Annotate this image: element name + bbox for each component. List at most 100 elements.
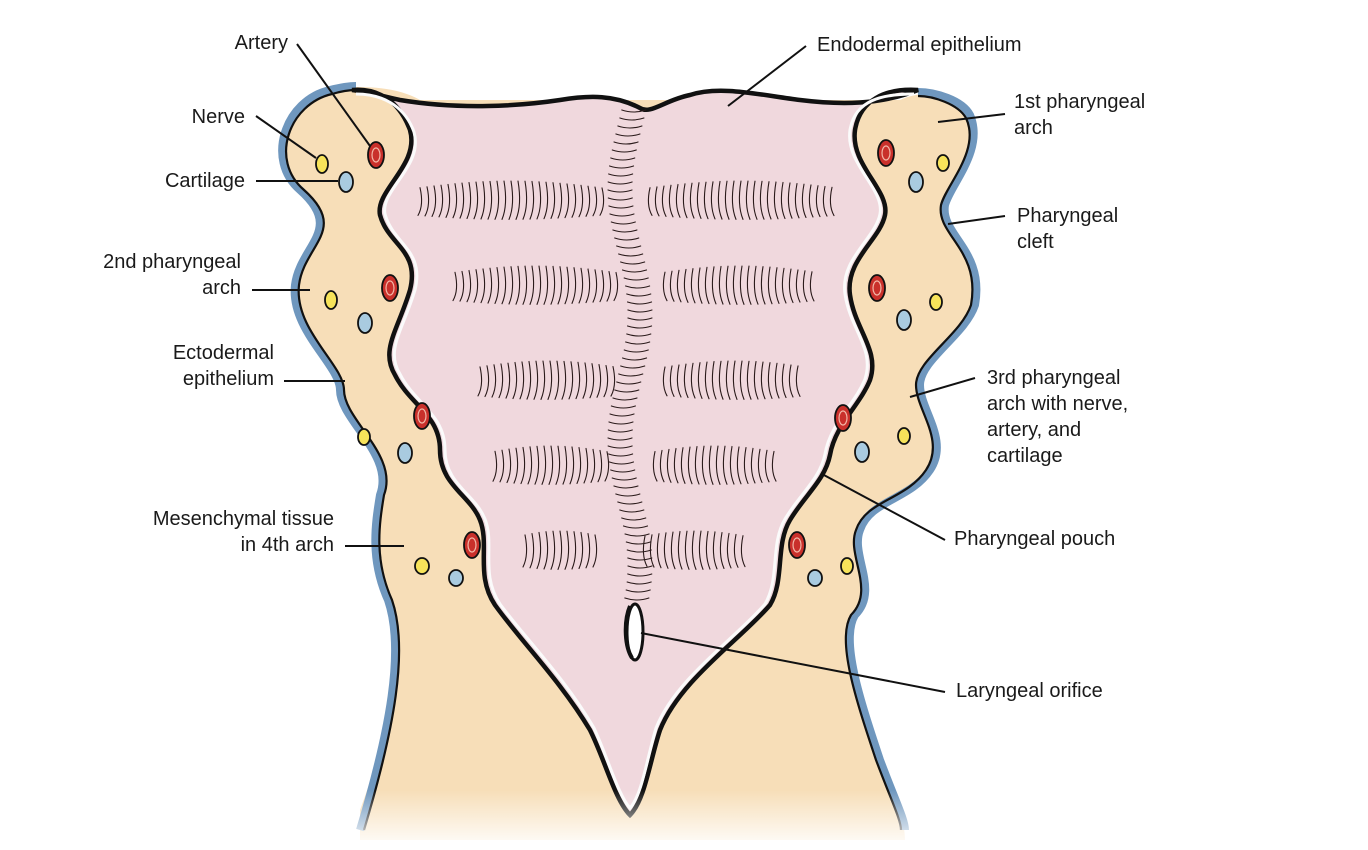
fold-stroke <box>614 389 640 393</box>
label-ecto-line1: Ectodermal <box>173 342 274 364</box>
fold-stroke <box>622 357 648 361</box>
fold-stroke <box>627 317 653 321</box>
fold-stroke <box>669 270 675 302</box>
fold-stroke <box>662 271 668 302</box>
fold-stroke <box>501 266 507 305</box>
fold-stroke <box>543 181 549 220</box>
fold-stroke <box>512 361 518 400</box>
fold-stroke <box>788 364 794 398</box>
fold-stroke <box>625 541 651 545</box>
fold-stroke <box>541 445 547 485</box>
fold-stroke <box>515 180 521 220</box>
fold-stroke <box>592 534 598 568</box>
fold-stroke <box>613 485 639 489</box>
right-arch-2 <box>868 274 943 331</box>
fold-stroke <box>676 364 682 398</box>
fold-stroke <box>710 181 716 220</box>
fold-stroke <box>609 413 635 417</box>
fold-stroke <box>626 549 652 553</box>
bottom-fade <box>340 790 940 850</box>
fold-stroke <box>607 189 633 193</box>
cartilage-icon <box>807 569 823 587</box>
fold-stroke <box>610 157 636 161</box>
fold-stroke <box>607 429 633 433</box>
fold-stroke <box>609 213 635 217</box>
fold-stroke <box>627 565 653 569</box>
fold-stroke <box>627 309 653 313</box>
fold-stroke <box>652 450 658 482</box>
fold-stroke <box>677 530 683 570</box>
cartilage-icon <box>896 309 912 331</box>
fold-stroke <box>746 265 752 305</box>
fold-stroke <box>729 445 735 485</box>
fold-stroke <box>612 229 638 233</box>
fold-stroke <box>725 265 731 305</box>
fold-stroke <box>774 362 780 399</box>
fold-stroke <box>616 381 642 385</box>
fold-stroke <box>550 530 556 570</box>
fold-stroke <box>745 180 751 220</box>
fold-stroke <box>740 535 746 568</box>
fold-stroke <box>752 180 758 220</box>
label-cleft-line1: Pharyngeal <box>1017 205 1118 227</box>
fold-stroke <box>731 180 737 220</box>
fold-stroke <box>477 366 483 397</box>
cartilage-icon <box>357 312 373 334</box>
fold-stroke <box>703 181 709 220</box>
fold-stroke <box>438 184 444 218</box>
fold-stroke <box>617 125 643 129</box>
fold-stroke <box>610 221 636 225</box>
fold-stroke <box>519 361 525 400</box>
fold-stroke <box>578 184 584 218</box>
fold-stroke <box>662 366 668 397</box>
artery-icon <box>788 531 806 559</box>
fold-stroke <box>620 365 646 369</box>
fold-stroke <box>704 266 710 305</box>
fold-stroke <box>626 581 652 585</box>
label-cleft-line2: cleft <box>1017 231 1054 253</box>
fold-stroke <box>583 447 589 484</box>
nerve-icon <box>929 293 943 311</box>
fold-stroke <box>736 446 742 485</box>
fold-stroke <box>578 267 584 304</box>
fold-stroke <box>732 265 738 305</box>
nerve-icon <box>414 557 430 575</box>
fold-stroke <box>673 447 679 484</box>
fold-stroke <box>617 501 643 505</box>
fold-stroke <box>492 450 498 482</box>
fold-stroke <box>550 265 556 305</box>
fold-stroke <box>739 265 745 305</box>
nerve-icon <box>324 290 338 310</box>
fold-stroke <box>614 237 640 241</box>
fold-stroke <box>522 534 528 568</box>
fold-stroke <box>726 532 732 569</box>
fold-stroke <box>540 360 546 400</box>
fold-stroke <box>505 362 511 399</box>
fold-stroke <box>767 362 773 399</box>
fold-stroke <box>698 530 704 570</box>
fold-stroke <box>683 268 689 303</box>
leader-arch3 <box>909 377 976 398</box>
fold-stroke <box>626 293 652 297</box>
fold-stroke <box>705 530 711 570</box>
fold-stroke <box>608 165 635 169</box>
fold-stroke <box>618 373 644 377</box>
artery-icon <box>463 531 481 559</box>
fold-stroke <box>564 530 570 570</box>
fold-stroke <box>642 535 648 567</box>
fold-stroke <box>795 269 801 303</box>
fold-stroke <box>618 253 644 257</box>
right-arch-1 <box>877 139 950 193</box>
fold-stroke <box>554 360 560 400</box>
fold-stroke <box>529 265 535 305</box>
fold-stroke <box>697 267 703 304</box>
fold-stroke <box>753 361 759 400</box>
fold-stroke <box>676 269 682 303</box>
right-arch-4 <box>788 531 854 587</box>
fold-stroke <box>733 533 739 568</box>
fold-stroke <box>613 271 619 302</box>
leader-cleft <box>947 215 1006 225</box>
fold-stroke <box>612 397 638 401</box>
fold-stroke <box>547 360 553 400</box>
fold-stroke <box>760 361 766 400</box>
